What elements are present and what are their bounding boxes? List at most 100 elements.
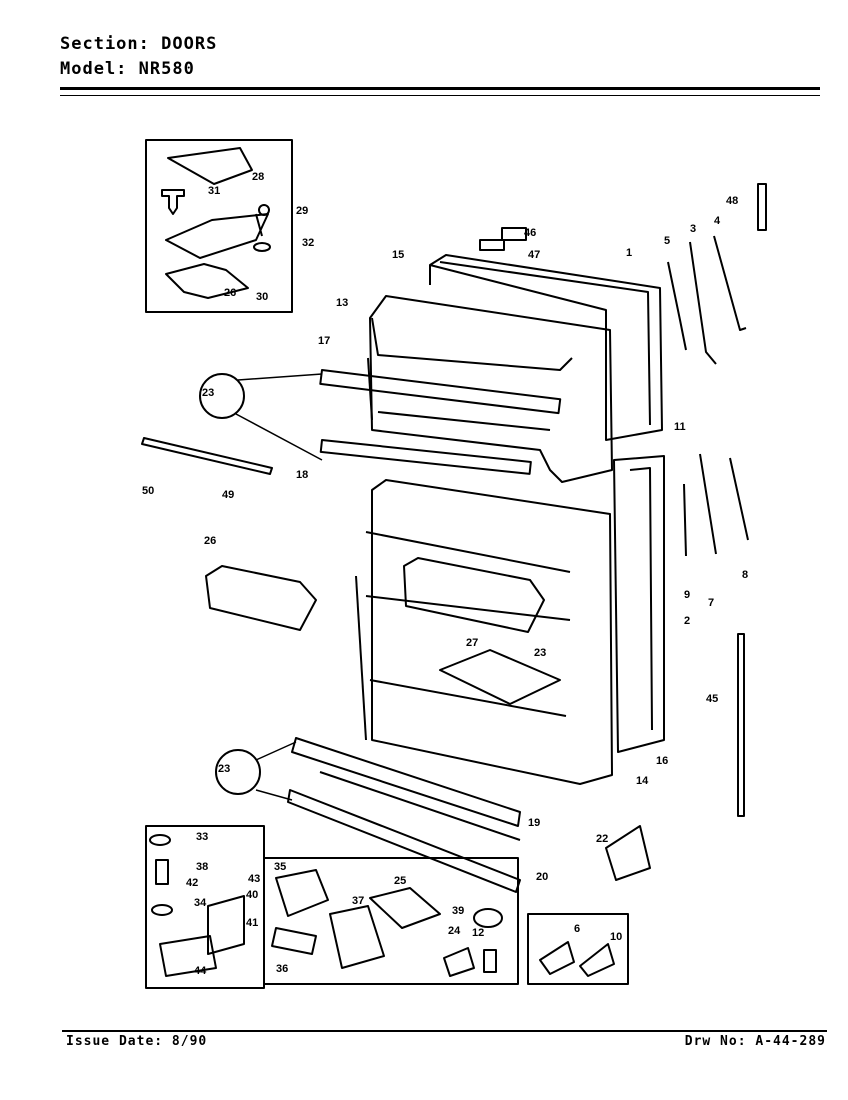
part-screw [161, 189, 185, 215]
callout-50: 50 [142, 485, 154, 497]
part-pin [155, 859, 169, 885]
callout-24: 24 [448, 925, 461, 937]
callout-6: 6 [574, 923, 580, 935]
handle-bracket-inset [527, 913, 629, 985]
callout-41: 41 [246, 917, 258, 929]
callout-19: 19 [528, 817, 540, 829]
callout-48: 48 [726, 195, 738, 207]
part-clip-24 [443, 947, 475, 977]
callout-12: 12 [472, 927, 484, 939]
callout-34: 34 [194, 897, 207, 909]
section-value: DOORS [161, 34, 218, 54]
part-bracket-10 [579, 943, 615, 977]
issue-date: Issue Date: 8/90 [66, 1034, 207, 1049]
footer-rule [62, 1030, 827, 1032]
callout-23: 23 [202, 387, 214, 399]
callout-14: 14 [636, 775, 649, 787]
callout-5: 5 [664, 235, 670, 247]
callout-35: 35 [274, 861, 286, 873]
part-grommet-46 [501, 227, 527, 241]
callout-31: 31 [208, 185, 220, 197]
callout-44: 44 [194, 965, 207, 977]
callout-7: 7 [708, 597, 714, 609]
callout-9: 9 [684, 589, 690, 601]
callout-40: 40 [246, 889, 258, 901]
part-lower-hinge [159, 895, 245, 977]
part-egg-tray [439, 649, 561, 705]
issue-date-value: 8/90 [171, 1034, 208, 1049]
part-fresh-food-door [613, 455, 665, 753]
part-hinge-3 [689, 241, 717, 365]
callout-23: 23 [218, 763, 230, 775]
callout-22: 22 [596, 833, 608, 845]
part-washer [149, 834, 173, 916]
part-grommet-47 [479, 239, 505, 251]
model-value: NR580 [138, 59, 195, 79]
callout-3: 3 [690, 223, 696, 235]
part-door-shelf-19 [291, 737, 521, 827]
callout-23: 23 [534, 647, 546, 659]
callout-16: 16 [656, 755, 668, 767]
part-end-cap-detail-lower [215, 749, 261, 795]
callout-38: 38 [196, 861, 208, 873]
part-door-shelf-20 [287, 789, 521, 893]
callout-8: 8 [742, 569, 748, 581]
callout-10: 10 [610, 931, 622, 943]
part-bracket-25 [369, 887, 441, 929]
drawing-number: Drw No: A-44-289 [685, 1034, 826, 1049]
callout-26: 26 [204, 535, 216, 547]
callout-4: 4 [714, 215, 721, 227]
part-cap [167, 147, 253, 185]
part-bracket-37 [329, 905, 385, 969]
drawing-number-label: Drw No: [684, 1034, 747, 1049]
part-handle-cap [757, 183, 767, 231]
part-bracket-6 [539, 941, 575, 975]
part-freezer-shelf-17 [319, 369, 562, 415]
callout-36: 36 [276, 963, 288, 975]
callout-45: 45 [706, 693, 718, 705]
callout-15: 15 [392, 249, 404, 261]
callout-39: 39 [452, 905, 464, 917]
part-gasket-strip [737, 633, 745, 817]
header-rule-thick [60, 87, 820, 90]
callout-11: 11 [674, 421, 686, 433]
part-hinge-5 [667, 261, 687, 351]
part-handle-4 [713, 235, 747, 331]
header-rule-thin [60, 95, 820, 96]
part-end-cap-detail-upper [199, 373, 245, 419]
callout-47: 47 [528, 249, 540, 261]
callout-17: 17 [318, 335, 330, 347]
section-label: Section: [60, 34, 150, 54]
part-top-hinge [165, 204, 271, 259]
part-plug-39 [473, 908, 503, 928]
callout-33: 33 [196, 831, 208, 843]
callout-32: 32 [302, 237, 314, 249]
callout-labels: 1234567891011121314151617181920222323232… [142, 171, 748, 977]
part-door-stop [605, 825, 651, 881]
part-trim-rod [141, 437, 273, 475]
hardware-group [263, 857, 519, 985]
callout-20: 20 [536, 871, 548, 883]
model-label: Model: [60, 59, 128, 79]
callout-30: 30 [256, 291, 268, 303]
part-freezer-liner [367, 295, 613, 483]
callout-26: 26 [224, 287, 236, 299]
part-freezer-door [429, 254, 663, 441]
callout-46: 46 [524, 227, 536, 239]
callout-28: 28 [252, 171, 264, 183]
callout-43: 43 [248, 873, 260, 885]
callout-2: 2 [684, 615, 690, 627]
part-freezer-shelf-18 [319, 439, 532, 475]
part-hinge-shim [165, 263, 249, 299]
section-heading: Section: DOORS [60, 34, 217, 54]
callout-29: 29 [296, 205, 308, 217]
drawing-number-value: A-44-289 [755, 1034, 826, 1049]
part-screw-12 [483, 949, 497, 973]
issue-date-label: Issue Date: [66, 1034, 164, 1049]
callout-18: 18 [296, 469, 308, 481]
callout-42: 42 [186, 877, 198, 889]
callout-27: 27 [466, 637, 478, 649]
callout-37: 37 [352, 895, 364, 907]
hinge-detail-inset [145, 139, 293, 313]
